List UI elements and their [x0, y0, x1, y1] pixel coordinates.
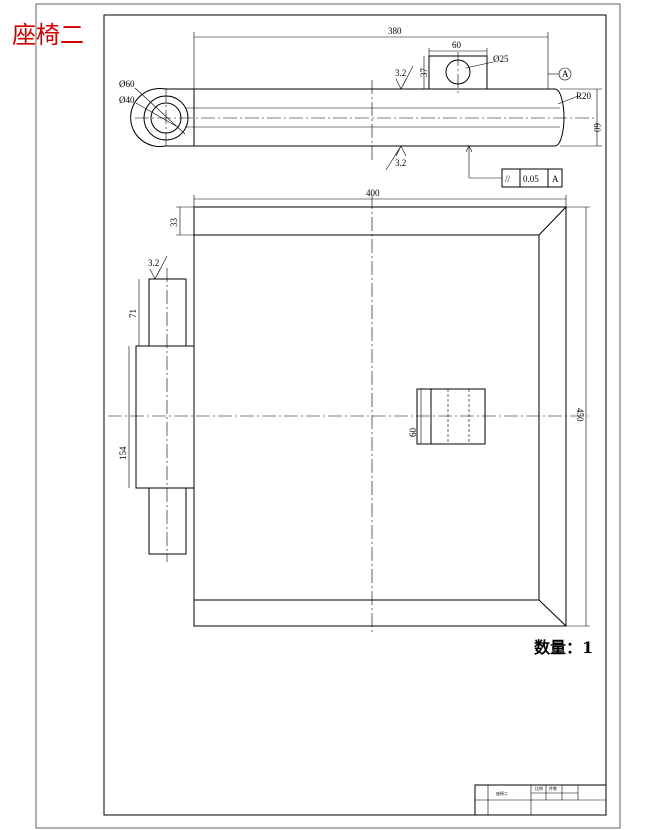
- dim-r20-text: R20: [576, 91, 592, 101]
- dim-154-text: 154: [118, 446, 128, 460]
- dim-d25-leader: [465, 61, 494, 69]
- plate-chamfer-bottom: [538, 599, 567, 627]
- dim-d60-leader: [134, 87, 186, 135]
- title-block-c1: 比例: [535, 785, 543, 791]
- quantity-label: 数量：1: [534, 638, 593, 657]
- dim-d60-text: Ø60: [119, 79, 135, 89]
- plate-outline: [193, 206, 567, 627]
- pin-upper: [148, 278, 187, 347]
- dim-37-text: 37: [419, 68, 429, 78]
- dim-r20-leader: [557, 95, 579, 105]
- dim-380-text: 380: [388, 26, 402, 36]
- title-block-name: 座椅二: [496, 790, 508, 796]
- roughness-pin-symbol: [149, 255, 168, 280]
- dim-d40-text: Ø40: [119, 95, 135, 105]
- pin-lower: [148, 487, 187, 555]
- dim-d40-leader: [135, 102, 177, 127]
- dim-400-text: 400: [366, 188, 380, 198]
- tolerance-datum: A: [552, 174, 559, 184]
- top-view: A 380 60 Ø25 37 3.2 3.2 Ø60 Ø40 R20: [119, 26, 602, 188]
- dim-d25-text: Ø25: [493, 54, 509, 64]
- dim-60v-text: 60: [592, 123, 602, 133]
- tolerance-value: 0.05: [523, 174, 539, 184]
- eye-outline: [130, 88, 166, 147]
- dim-block60-text: 60: [408, 428, 418, 438]
- outer-border: [35, 3, 621, 829]
- datum-label: A: [562, 69, 569, 79]
- dim-450-text: 450: [575, 408, 585, 422]
- title-block-c2: 件数: [549, 785, 557, 791]
- dim-60-text: 60: [452, 40, 462, 50]
- pin-middle: [135, 345, 195, 489]
- tolerance-leader-arrow: [465, 145, 473, 153]
- roughness-top-symbol: [395, 65, 414, 90]
- plate-chamfer-top: [538, 206, 567, 236]
- center-block: [416, 388, 486, 445]
- dim-71-text: 71: [128, 309, 138, 318]
- inner-border: [103, 14, 607, 816]
- roughness-bottom-text: 3.2: [395, 158, 406, 168]
- roughness-top-text: 3.2: [395, 68, 406, 78]
- front-view: 60 3.2 71 154 400 33 450: [108, 188, 590, 632]
- roughness-pin-text: 3.2: [148, 258, 159, 268]
- roughness-bottom-symbol: [385, 145, 407, 171]
- dim-33-text: 33: [169, 218, 179, 228]
- title-block: 座椅二 比例 件数: [474, 784, 607, 816]
- drawing-title: 座椅二: [12, 21, 84, 49]
- rod-round-end: [554, 88, 565, 147]
- tolerance-symbol: //: [505, 174, 511, 184]
- tolerance-frame: [501, 168, 563, 188]
